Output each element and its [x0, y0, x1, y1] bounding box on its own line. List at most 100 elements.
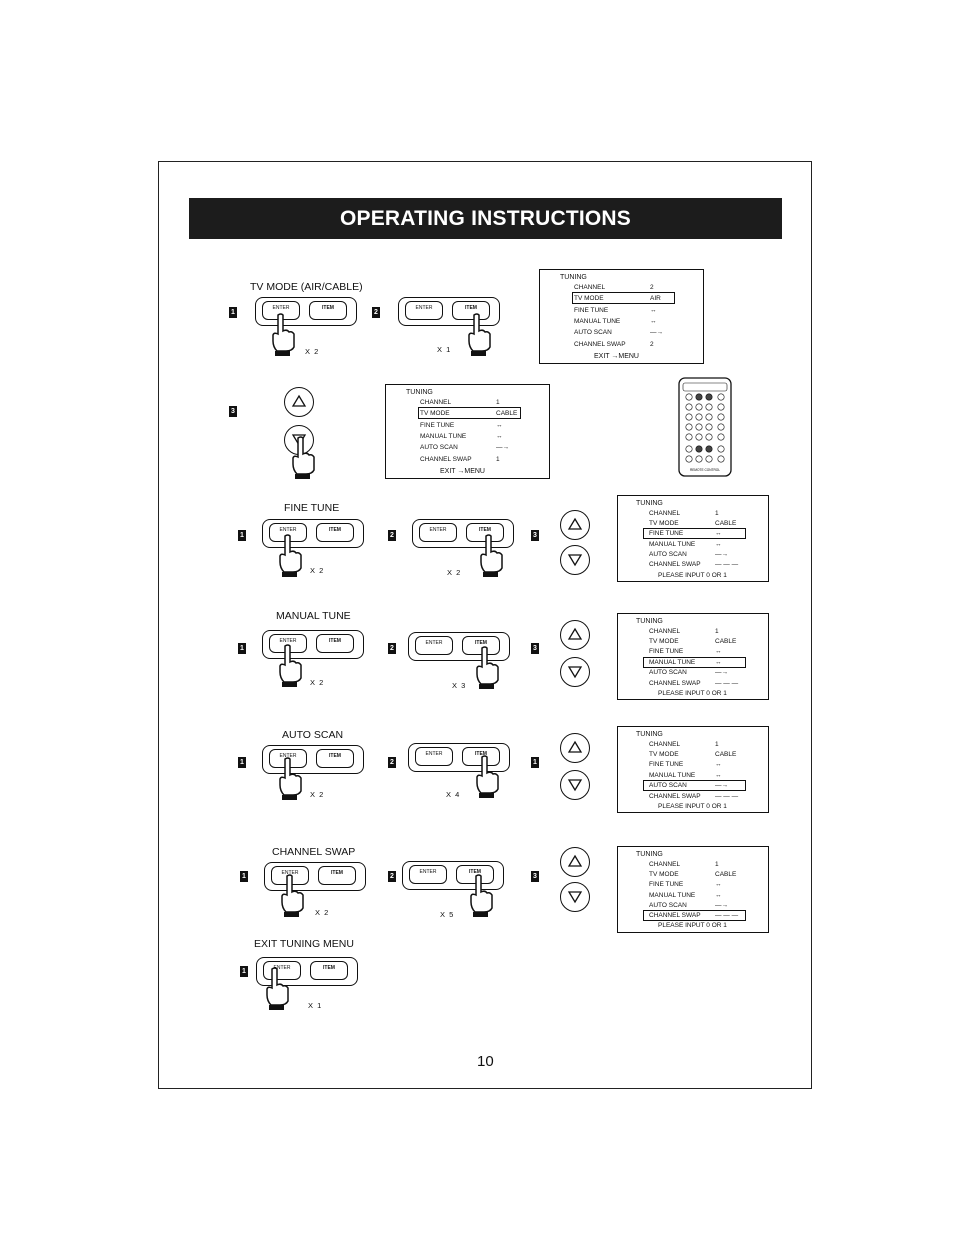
pressing-hand-icon: [279, 644, 302, 687]
selection-highlight: [643, 528, 746, 539]
page-title: OPERATING INSTRUCTIONS: [189, 198, 782, 239]
selection-highlight: [643, 910, 746, 921]
item-button[interactable]: ITEM: [318, 866, 356, 885]
section-title-manual-tune: MANUAL TUNE: [276, 610, 351, 622]
menu-title: TUNING: [406, 389, 433, 396]
enter-button[interactable]: ENTER: [419, 523, 457, 542]
page-frame: [158, 161, 812, 1089]
step-badge: 2: [388, 871, 396, 882]
press-count: X 1: [308, 1001, 323, 1010]
step-badge: 1: [238, 643, 246, 654]
section-title-fine-tune: FINE TUNE: [284, 502, 340, 514]
up-button[interactable]: [560, 847, 590, 877]
up-button[interactable]: [284, 387, 314, 417]
step-badge: 3: [531, 871, 539, 882]
step-badge: 2: [388, 643, 396, 654]
remote-button-pod: ENTER ITEM: [255, 297, 357, 326]
step-badge: 1: [238, 530, 246, 541]
section-title-exit: EXIT TUNING MENU: [254, 938, 354, 950]
up-button[interactable]: [560, 620, 590, 650]
press-count: X 3: [452, 681, 467, 690]
remote-button-pod: ENTER ITEM: [408, 743, 510, 772]
item-button[interactable]: ITEM: [316, 523, 354, 542]
pressing-hand-icon: [470, 874, 493, 917]
pressing-hand-icon: [272, 313, 295, 356]
triangle-down-icon: [567, 666, 583, 679]
item-button[interactable]: ITEM: [452, 301, 490, 320]
item-button[interactable]: ITEM: [316, 749, 354, 768]
step-badge: 2: [388, 757, 396, 768]
triangle-up-icon: [567, 517, 583, 530]
step-badge: 1: [531, 757, 539, 768]
item-button[interactable]: ITEM: [462, 747, 500, 766]
step-badge: 2: [372, 307, 380, 318]
input-hint: PLEASE INPUT 0 OR 1: [658, 690, 727, 697]
down-button[interactable]: [560, 545, 590, 575]
press-count: X 5: [440, 910, 455, 919]
remote-control-icon: REMOTE CONTROL: [678, 377, 732, 477]
remote-button-pod: ENTER ITEM: [412, 519, 514, 548]
triangle-down-icon: [567, 891, 583, 904]
press-count: X 2: [315, 908, 330, 917]
item-button[interactable]: ITEM: [309, 301, 347, 320]
pressing-hand-icon: [281, 874, 304, 917]
press-count: X 2: [305, 347, 320, 356]
item-button[interactable]: ITEM: [456, 865, 494, 884]
triangle-up-icon: [567, 627, 583, 640]
menu-title: TUNING: [636, 500, 663, 507]
step-badge: 2: [388, 530, 396, 541]
item-button[interactable]: ITEM: [466, 523, 504, 542]
triangle-down-icon: [567, 554, 583, 567]
exit-menu-hint: EXIT →MENU: [440, 468, 485, 475]
item-button[interactable]: ITEM: [316, 634, 354, 653]
remote-button-pod: ENTER ITEM: [256, 957, 358, 986]
enter-button[interactable]: ENTER: [415, 747, 453, 766]
input-hint: PLEASE INPUT 0 OR 1: [658, 803, 727, 810]
remote-button-pod: ENTER ITEM: [398, 297, 500, 326]
remote-button-pod: ENTER ITEM: [408, 632, 510, 661]
step-badge: 1: [238, 757, 246, 768]
down-button[interactable]: [560, 657, 590, 687]
item-button[interactable]: ITEM: [462, 636, 500, 655]
input-hint: PLEASE INPUT 0 OR 1: [658, 922, 727, 929]
press-count: X 4: [446, 790, 461, 799]
enter-button[interactable]: ENTER: [263, 961, 301, 980]
selection-highlight: [643, 657, 746, 668]
press-count: X 1: [437, 345, 452, 354]
step-badge: 1: [229, 307, 237, 318]
press-count: X 2: [310, 678, 325, 687]
pressing-hand-icon: [480, 534, 503, 577]
triangle-up-icon: [567, 854, 583, 867]
pressing-hand-icon: [279, 534, 302, 577]
enter-button[interactable]: ENTER: [409, 865, 447, 884]
up-button[interactable]: [560, 510, 590, 540]
triangle-down-icon: [567, 779, 583, 792]
pressing-hand-icon: [476, 646, 499, 689]
remote-button-pod: ENTER ITEM: [264, 862, 366, 891]
enter-button[interactable]: ENTER: [405, 301, 443, 320]
selection-highlight: [572, 292, 675, 304]
item-button[interactable]: ITEM: [310, 961, 348, 980]
press-count: X 2: [310, 566, 325, 575]
section-title-auto-scan: AUTO SCAN: [282, 729, 344, 741]
remote-button-pod: ENTER ITEM: [402, 861, 504, 890]
step-badge: 1: [240, 871, 248, 882]
menu-title: TUNING: [636, 731, 663, 738]
input-hint: PLEASE INPUT 0 OR 1: [658, 572, 727, 579]
up-button[interactable]: [560, 733, 590, 763]
step-badge: 3: [229, 406, 237, 417]
down-button[interactable]: [560, 770, 590, 800]
section-title-channel-swap: CHANNEL SWAP: [272, 846, 356, 858]
enter-button[interactable]: ENTER: [415, 636, 453, 655]
menu-title: TUNING: [560, 274, 587, 281]
selection-highlight: [643, 780, 746, 791]
triangle-up-icon: [567, 740, 583, 753]
press-count: X 2: [447, 568, 462, 577]
down-button[interactable]: [560, 882, 590, 912]
